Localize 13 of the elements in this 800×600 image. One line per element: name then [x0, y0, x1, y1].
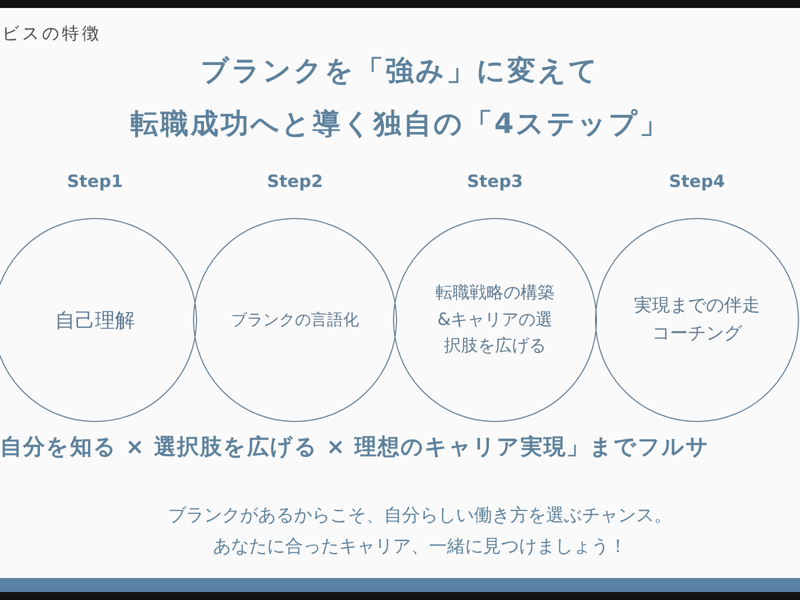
tagline: 自分を知る × 選択肢を広げる × 理想のキャリア実現」までフルサ — [0, 434, 710, 462]
step-text: 実現までの伴走コーチング — [633, 294, 761, 346]
step-label: Step2 — [267, 172, 323, 194]
message-text: あなたに合ったキャリア、一緒に見つけましょう！ — [212, 535, 628, 558]
step-text: 自己理解 — [54, 306, 136, 334]
section-heading: ビスの特徴 — [2, 23, 102, 45]
title: ブランクを「強み」に変えて転職成功へと導く独自の「4ステップ」 — [129, 53, 671, 142]
step-label: Step4 — [669, 172, 725, 194]
step-label: Step1 — [67, 172, 123, 194]
step-text: ブランクの言語化 — [230, 308, 360, 331]
step-text: 転職戦略の構築&キャリアの選択肢を広げる — [434, 282, 556, 358]
step-label: Step3 — [467, 172, 523, 194]
message-text: ブランクがあるからこそ、自分らしい働き方を選ぶチャンス。 — [167, 504, 673, 527]
